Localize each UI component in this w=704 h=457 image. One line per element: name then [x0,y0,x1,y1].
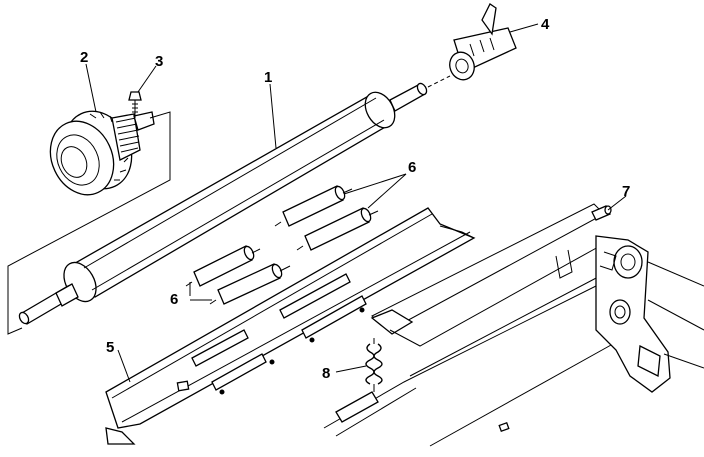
frame-rail [323,203,621,447]
callout-4: 4 [541,16,550,33]
callout-8: 8 [322,365,330,382]
alignment-bracket [7,111,171,335]
set-screw [128,91,142,118]
feed-roller-lower-left [185,245,261,287]
platen-roller [18,82,428,325]
platen-knob [49,110,155,196]
alignment-line-bushing [427,75,451,88]
callout-1: 1 [264,69,272,86]
feed-roller-lower-right [209,263,291,305]
callout-7: 7 [622,183,630,200]
callout-labels: 1 2 3 4 5 6 6 7 8 [80,16,630,382]
callout-2: 2 [80,49,88,66]
feed-roller-upper-left [274,185,353,227]
pin [591,205,612,221]
small-tab [498,421,510,433]
callout-5: 5 [106,339,114,356]
side-frame [595,235,704,393]
feed-rollers [185,185,379,305]
leader-lines [85,23,627,383]
callout-6-upper: 6 [408,159,416,176]
feed-roller-upper-right [296,207,379,251]
paper-guide [105,207,476,445]
spring [365,338,383,392]
callout-3: 3 [155,53,163,70]
platen-bushing [449,3,517,81]
callout-6-lower: 6 [170,291,178,308]
